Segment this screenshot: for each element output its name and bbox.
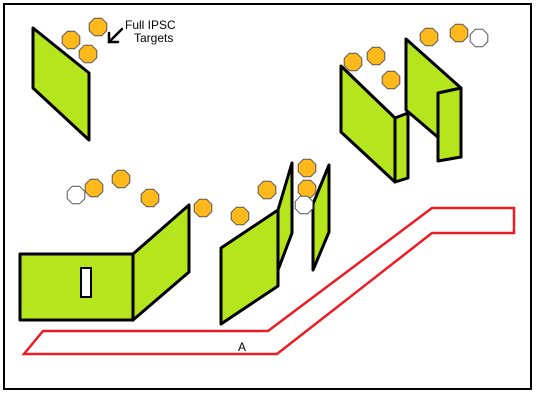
wall-center-3 bbox=[311, 163, 331, 272]
ipsc-target bbox=[78, 44, 98, 64]
ipsc-target bbox=[449, 23, 469, 43]
wall-left-angled bbox=[131, 203, 191, 322]
ipsc-target bbox=[297, 158, 317, 178]
wall-top-left bbox=[31, 26, 91, 142]
wall-right-a-side bbox=[393, 111, 410, 184]
walls bbox=[18, 26, 463, 326]
no-shoot-target bbox=[294, 195, 314, 215]
ipsc-target bbox=[61, 30, 81, 50]
ipsc-target bbox=[140, 188, 160, 208]
callout-line-2: Targets bbox=[134, 31, 173, 45]
ipsc-target bbox=[381, 70, 401, 90]
ipsc-target bbox=[343, 52, 363, 72]
wall-center-1 bbox=[219, 208, 280, 326]
ipsc-target bbox=[193, 198, 213, 218]
ipsc-target bbox=[84, 178, 104, 198]
no-shoot-target bbox=[66, 185, 86, 205]
ipsc-target bbox=[88, 17, 108, 37]
no-shoot-target bbox=[469, 28, 489, 48]
callout-arrow-icon bbox=[107, 27, 124, 44]
shooting-box-outline bbox=[21, 206, 516, 356]
ipsc-target bbox=[419, 27, 439, 47]
wall-right-b-side bbox=[436, 86, 463, 163]
ipsc-target bbox=[111, 169, 131, 189]
wall-center-2 bbox=[276, 161, 294, 272]
wall-left-front bbox=[18, 252, 135, 322]
ipsc-target bbox=[257, 180, 277, 200]
callout-line-1: Full IPSC bbox=[125, 18, 176, 32]
ipsc-target bbox=[230, 206, 250, 226]
ipsc-target bbox=[366, 46, 386, 66]
ipsc-target bbox=[297, 179, 317, 199]
shooting-box-label: A bbox=[238, 340, 246, 354]
wall-port-window bbox=[80, 267, 92, 298]
targets bbox=[61, 17, 489, 226]
